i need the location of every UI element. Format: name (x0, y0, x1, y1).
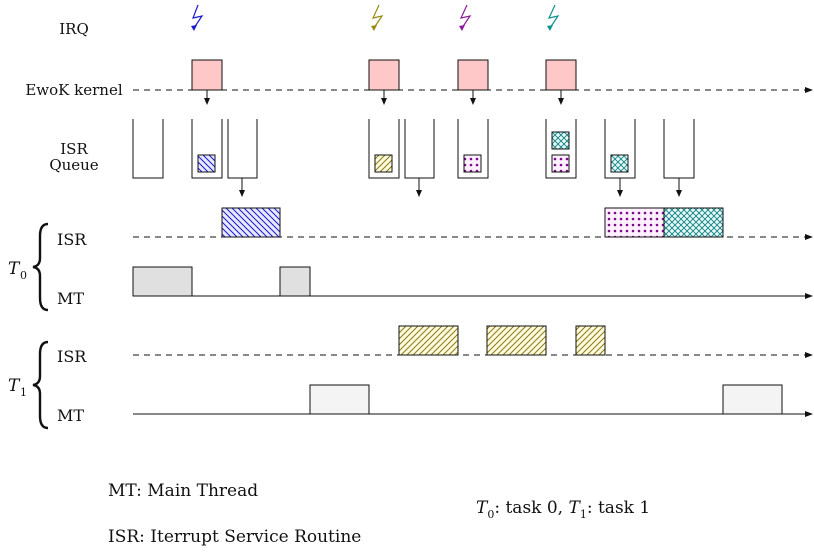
queued-isr-blue (197, 154, 216, 173)
legend-tasks: T0: task 0, T1: task 1 (476, 498, 650, 521)
t1-isr-exec-1 (398, 325, 459, 356)
t1-isr-exec-2 (486, 325, 547, 356)
t0-isr-exec-blue (221, 207, 281, 238)
t0-isr-label: ISR (57, 230, 87, 249)
queued-isr-teal-2 (610, 154, 629, 173)
t0-brace (32, 222, 49, 312)
isr-queue-label-line2: Queue (49, 156, 98, 174)
isr-queue-label-line1: ISR (60, 140, 88, 158)
t1-brace (32, 340, 49, 430)
isr-queue-9 (663, 119, 695, 179)
irq-lightning-icon-4 (547, 4, 560, 31)
kernel-box-2 (368, 59, 400, 91)
irq-lightning-icon-2 (371, 4, 384, 31)
isr-queue-5 (404, 119, 435, 179)
t1-mt-exec-1 (309, 384, 370, 415)
svg-text:T: T (8, 376, 21, 396)
isr-queue-1 (132, 119, 164, 179)
t1-label: T 1 (8, 376, 27, 399)
queued-isr-purple (463, 154, 482, 173)
isr-queue-6 (457, 119, 489, 179)
svg-text:0: 0 (20, 269, 27, 282)
kernel-box-4 (545, 59, 577, 91)
t0-label: T 0 (8, 259, 27, 282)
t1-mt-exec-2 (722, 384, 783, 415)
isr-queue-7 (545, 119, 577, 179)
irq-lightning-icon-3 (459, 4, 472, 31)
irq-lightning-icon-1 (191, 4, 204, 31)
t0-isr-exec-teal (663, 207, 724, 238)
t0-mt-exec-1 (132, 266, 193, 297)
irq-label: IRQ (59, 20, 89, 38)
queued-isr-olive (374, 154, 393, 173)
kernel-box-1 (191, 59, 223, 91)
isr-queue-2 (191, 119, 223, 179)
legend-isr: ISR: Iterrupt Service Routine (108, 527, 361, 547)
t1-isr-label: ISR (57, 347, 87, 366)
t0-isr-exec-purple (604, 207, 665, 238)
t0-mt-label: MT (57, 289, 84, 308)
isr-queue-3 (227, 119, 258, 179)
t1-isr-exec-3 (575, 325, 606, 356)
t0-mt-exec-2 (279, 266, 311, 297)
kernel-box-3 (457, 59, 489, 91)
svg-text:1: 1 (20, 386, 27, 399)
t1-mt-label: MT (57, 406, 84, 425)
isr-queue-4 (368, 119, 400, 179)
queued-isr-teal (551, 131, 570, 150)
queued-isr-purple-2 (551, 154, 570, 173)
svg-text:T: T (8, 259, 21, 279)
kernel-label: EwoK kernel (25, 81, 122, 99)
legend-main-thread: MT: Main Thread (108, 481, 258, 501)
